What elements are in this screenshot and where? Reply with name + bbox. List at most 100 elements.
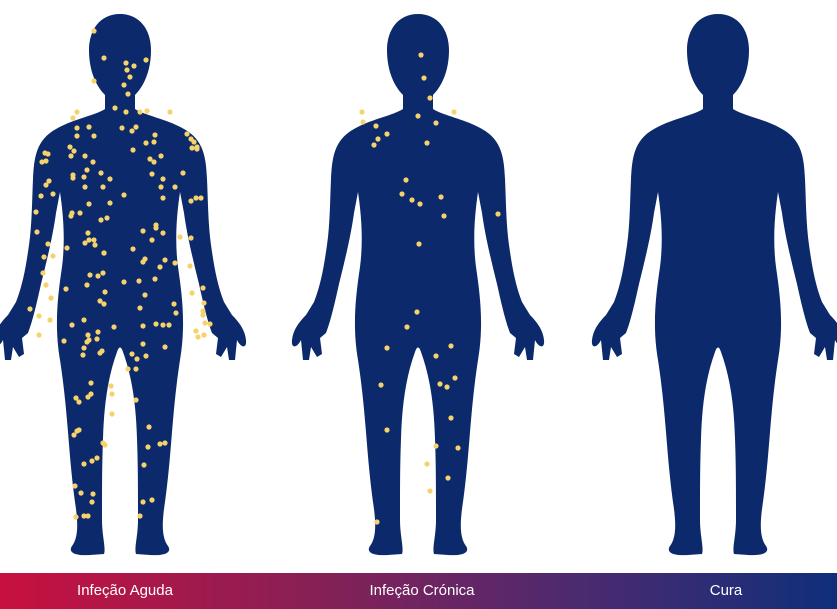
virus-dot <box>71 432 76 437</box>
virus-dot <box>85 513 90 518</box>
virus-dot <box>95 329 100 334</box>
virus-dot <box>98 170 103 175</box>
virus-dot <box>45 241 50 246</box>
virus-dot <box>100 184 105 189</box>
virus-dot <box>433 353 438 358</box>
virus-dot <box>73 514 78 519</box>
virus-dot <box>67 144 72 149</box>
virus-dot <box>142 292 147 297</box>
virus-dot <box>119 125 124 130</box>
virus-dot <box>63 286 68 291</box>
virus-dot <box>133 397 138 402</box>
virus-dot <box>77 210 82 215</box>
virus-dot <box>78 490 83 495</box>
virus-dot <box>43 182 48 187</box>
virus-dot <box>74 125 79 130</box>
virus-dot <box>121 82 126 87</box>
virus-dot <box>444 384 449 389</box>
virus-dot <box>455 445 460 450</box>
virus-dot <box>76 399 81 404</box>
virus-dot <box>36 332 41 337</box>
virus-dot <box>158 153 163 158</box>
virus-dot <box>180 170 185 175</box>
virus-dot <box>188 235 193 240</box>
virus-dot <box>129 128 134 133</box>
virus-dot <box>403 177 408 182</box>
virus-dot <box>27 306 32 311</box>
virus-dot <box>86 237 91 242</box>
virus-dot <box>40 270 45 275</box>
virus-dot <box>108 383 113 388</box>
virus-dot <box>399 191 404 196</box>
virus-dot <box>90 159 95 164</box>
virus-dot <box>417 201 422 206</box>
virus-dot <box>107 200 112 205</box>
virus-dot <box>160 230 165 235</box>
virus-dot <box>85 230 90 235</box>
virus-dot <box>101 250 106 255</box>
virus-dot <box>133 124 138 129</box>
virus-dot <box>143 140 148 145</box>
virus-dot <box>167 109 172 114</box>
virus-dot <box>153 321 158 326</box>
virus-dot <box>68 153 73 158</box>
virus-dot <box>90 491 95 496</box>
virus-dot <box>384 427 389 432</box>
virus-dot <box>136 278 141 283</box>
virus-dot <box>201 300 206 305</box>
virus-dot <box>76 427 81 432</box>
virus-dot <box>448 415 453 420</box>
virus-dot <box>441 213 446 218</box>
virus-dot <box>121 279 126 284</box>
virus-dot <box>86 124 91 129</box>
virus-dot <box>149 171 154 176</box>
virus-dot <box>98 217 103 222</box>
virus-dot <box>88 391 93 396</box>
virus-dot <box>50 191 55 196</box>
virus-dot <box>91 28 96 33</box>
virus-dot <box>193 195 198 200</box>
virus-dot <box>378 382 383 387</box>
virus-dot <box>146 424 151 429</box>
virus-dot <box>123 60 128 65</box>
virus-dot <box>129 351 134 356</box>
virus-dot <box>409 197 414 202</box>
virus-dot <box>187 263 192 268</box>
virus-dot <box>74 133 79 138</box>
virus-dot <box>384 131 389 136</box>
virus-dot <box>85 332 90 337</box>
virus-dot <box>89 499 94 504</box>
virus-dot <box>100 270 105 275</box>
virus-dot <box>141 462 146 467</box>
virus-dot <box>71 148 76 153</box>
virus-dot <box>101 301 106 306</box>
virus-dot <box>194 144 199 149</box>
virus-dot <box>74 109 79 114</box>
virus-dot <box>97 350 102 355</box>
virus-dot <box>160 195 165 200</box>
virus-dot <box>72 483 77 488</box>
virus-dot <box>438 194 443 199</box>
virus-dot <box>360 119 365 124</box>
virus-dot <box>109 411 114 416</box>
virus-dot <box>143 353 148 358</box>
virus-dot <box>70 175 75 180</box>
virus-dot <box>433 443 438 448</box>
human-figure-cure <box>592 14 837 555</box>
virus-dot <box>125 366 130 371</box>
virus-dot <box>82 153 87 158</box>
virus-dot <box>94 455 99 460</box>
virus-dot <box>61 338 66 343</box>
virus-dot <box>171 301 176 306</box>
virus-dot <box>91 237 96 242</box>
virus-dot <box>43 158 48 163</box>
virus-dot <box>91 133 96 138</box>
virus-dot <box>160 176 165 181</box>
virus-dot <box>188 198 193 203</box>
virus-dot <box>88 380 93 385</box>
virus-dot <box>125 91 130 96</box>
virus-dot <box>162 344 167 349</box>
virus-dot <box>424 140 429 145</box>
virus-dot <box>142 256 147 261</box>
virus-dot <box>495 211 500 216</box>
